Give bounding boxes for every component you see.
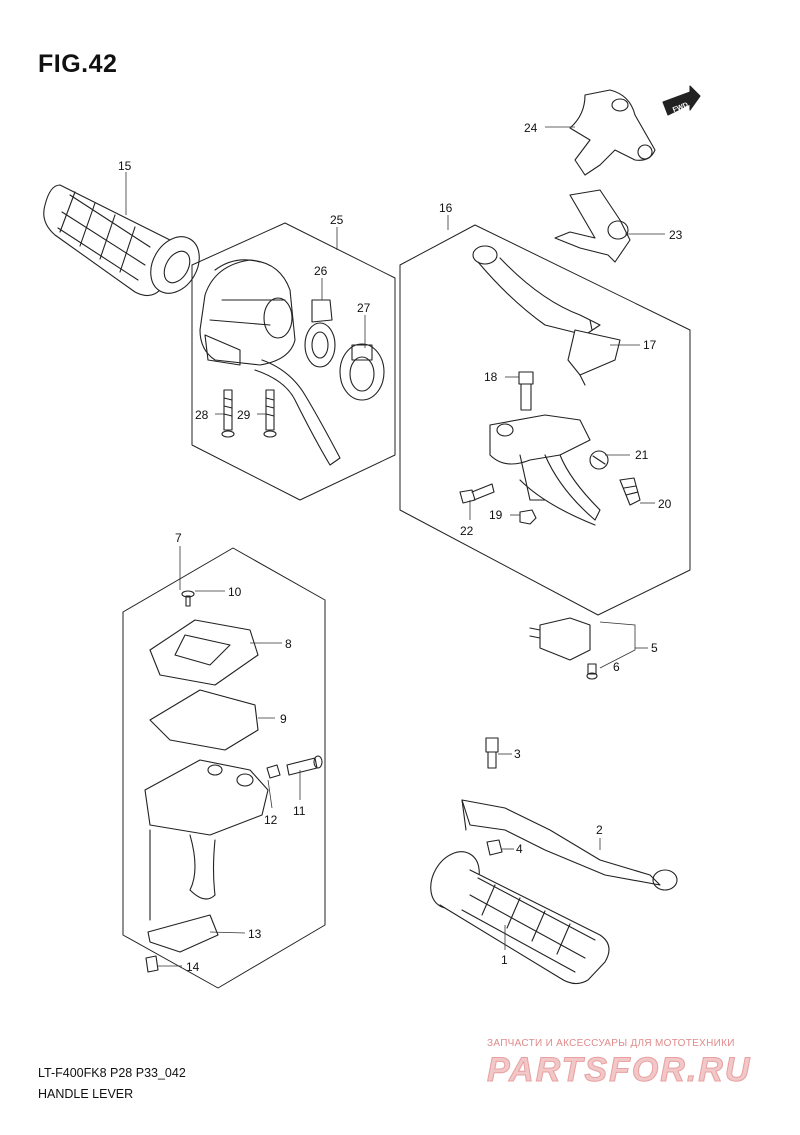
callout-1: 1 — [501, 953, 508, 967]
callout-12: 12 — [264, 813, 278, 827]
nut-part-12 — [266, 764, 281, 779]
screw-part-11 — [286, 755, 323, 776]
callout-2: 2 — [596, 823, 603, 837]
screw-part-6 — [586, 663, 598, 680]
callout-24: 24 — [524, 121, 538, 135]
callout-17: 17 — [643, 338, 657, 352]
nut-part-4 — [486, 839, 503, 856]
callout-9: 9 — [280, 712, 287, 726]
callout-21: 21 — [635, 448, 649, 462]
watermark-tagline: ЗАПЧАСТИ И АКСЕССУАРЫ ДЛЯ МОТОТЕХНИКИ — [487, 1038, 735, 1049]
grip-right-part-1 — [430, 851, 610, 985]
callout-23: 23 — [669, 228, 683, 242]
bolt-part-20 — [619, 477, 641, 506]
adjuster-part-21 — [589, 450, 609, 470]
lever-holder-body — [489, 414, 601, 526]
callout-22: 22 — [460, 524, 474, 538]
brake-lever-part-16 — [472, 245, 601, 336]
callout-8: 8 — [285, 637, 292, 651]
figure-title: FIG.42 — [38, 50, 118, 78]
callout-3: 3 — [514, 747, 521, 761]
callout-10: 10 — [228, 585, 242, 599]
bracket-part-17 — [567, 319, 621, 386]
throttle-assembly-box-7 — [122, 547, 326, 989]
bolt-part-3 — [485, 737, 499, 769]
callout-29: 29 — [237, 408, 251, 422]
callout-5: 5 — [651, 641, 658, 655]
fwd-arrow-icon — [662, 85, 701, 116]
callout-20: 20 — [658, 497, 672, 511]
callout-16: 16 — [439, 201, 453, 215]
gasket-part-9 — [149, 689, 259, 751]
watermark-brand: PARTSFOR.RU — [487, 1051, 752, 1090]
switch-assembly-box-25 — [191, 222, 396, 501]
throttle-housing — [144, 759, 269, 921]
lever-cover-part-24 — [569, 89, 656, 176]
callout-13: 13 — [248, 927, 262, 941]
callout-18: 18 — [484, 370, 498, 384]
callout-25: 25 — [330, 213, 344, 227]
bolt-part-14 — [145, 955, 159, 973]
handlebar-switch-part-25 — [199, 259, 341, 466]
diagram-name: HANDLE LEVER — [38, 1087, 134, 1101]
clamp-part-23 — [554, 189, 631, 263]
cover-part-13 — [147, 914, 219, 953]
model-code: LT-F400FK8 P28 P33_042 — [38, 1066, 186, 1080]
nut-part-19 — [519, 509, 537, 525]
lever-part-2 — [461, 799, 678, 891]
callout-28: 28 — [195, 408, 209, 422]
screw-part-29 — [263, 389, 277, 438]
switch-button-part-26 — [304, 299, 336, 368]
callout-26: 26 — [314, 264, 328, 278]
callout-7: 7 — [175, 531, 182, 545]
bolt-part-22 — [459, 483, 495, 504]
callout-19: 19 — [489, 508, 503, 522]
bolt-part-18 — [518, 371, 534, 411]
callout-15: 15 — [118, 159, 132, 173]
grip-left-part-15 — [43, 184, 200, 297]
lever-assembly-box-16 — [399, 224, 691, 616]
watermark: ЗАПЧАСТИ И АКСЕССУАРЫ ДЛЯ МОТОТЕХНИКИ PA… — [487, 1038, 787, 1090]
cover-part-8 — [149, 619, 259, 686]
screw-part-28 — [221, 389, 235, 438]
callout-14: 14 — [186, 960, 200, 974]
callout-11: 11 — [293, 804, 306, 818]
callout-4: 4 — [516, 842, 523, 856]
switch-part-5 — [529, 617, 591, 661]
screw-part-10 — [181, 590, 195, 607]
switch-cap-part-27 — [339, 343, 385, 401]
callout-27: 27 — [357, 301, 371, 315]
callout-6: 6 — [613, 660, 620, 674]
leader-lines — [125, 126, 665, 967]
callout-labels: 1 2 3 4 5 6 7 8 9 10 11 12 13 14 15 16 1… — [118, 102, 689, 974]
